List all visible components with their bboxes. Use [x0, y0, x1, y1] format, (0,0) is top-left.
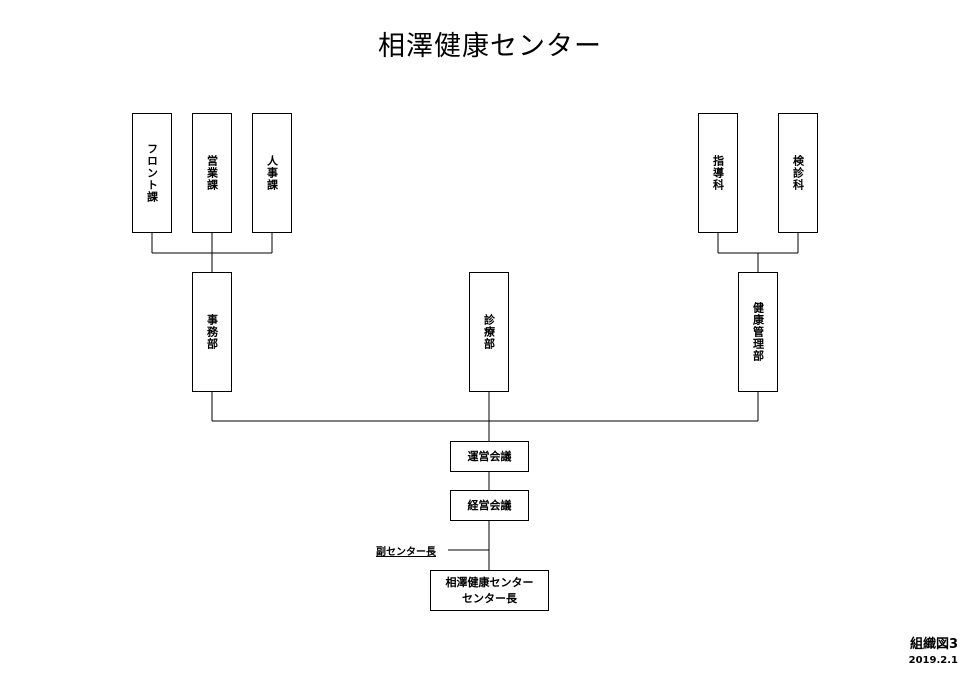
- director-line1: 相澤健康センター: [445, 575, 534, 589]
- section-checkup-label: 検診科: [791, 155, 805, 191]
- page-title: 相澤健康センター: [378, 31, 602, 62]
- section-sales-label: 営業課: [205, 155, 219, 191]
- section-front-label: フロント課: [145, 143, 159, 203]
- director-line2: センター長: [462, 591, 517, 605]
- management-meeting-label: 経営会議: [467, 498, 512, 512]
- section-guidance-label: 指導科: [711, 155, 725, 191]
- operations-meeting: 運営会議: [450, 441, 529, 472]
- dept-health: 健康管理部: [738, 272, 778, 392]
- section-hr-label: 人事課: [265, 155, 279, 191]
- dept-admin: 事務部: [192, 272, 232, 392]
- deputy-director-label: 副センター長: [376, 547, 436, 558]
- section-front: フロント課: [132, 113, 172, 233]
- dept-admin-label: 事務部: [205, 314, 219, 350]
- dept-health-label: 健康管理部: [751, 302, 765, 362]
- document-date: 2019.2.1: [908, 655, 958, 666]
- document-title: 組織図3: [909, 637, 958, 652]
- section-checkup: 検診科: [778, 113, 818, 233]
- dept-clinic: 診療部: [469, 272, 509, 392]
- section-hr: 人事課: [252, 113, 292, 233]
- section-guidance: 指導科: [698, 113, 738, 233]
- operations-meeting-label: 運営会議: [467, 449, 512, 463]
- dept-clinic-label: 診療部: [482, 314, 496, 350]
- management-meeting: 経営会議: [450, 490, 529, 521]
- director-box: 相澤健康センター センター長: [430, 570, 549, 611]
- section-sales: 営業課: [192, 113, 232, 233]
